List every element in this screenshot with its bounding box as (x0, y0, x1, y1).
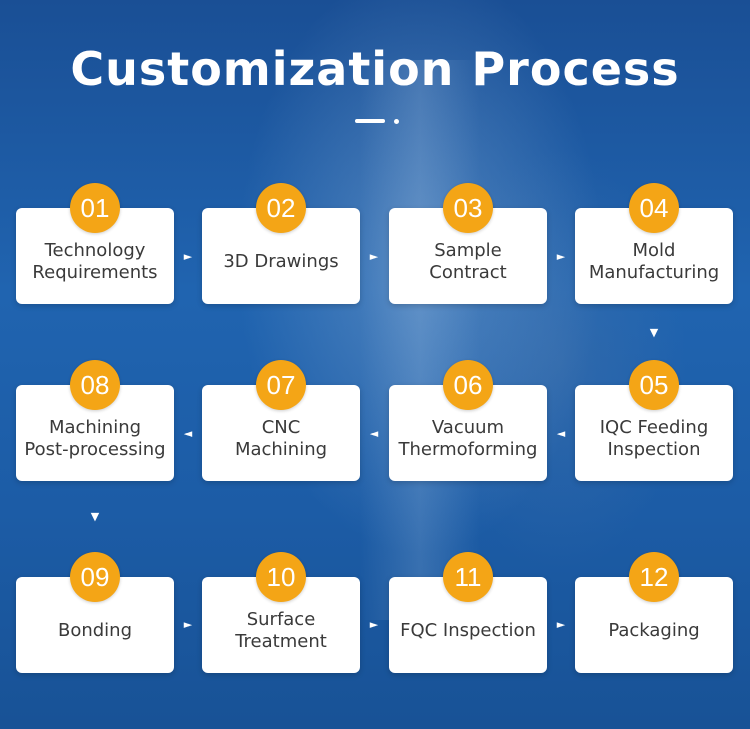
arrow-right-icon: ► (556, 250, 566, 263)
step-label: Packaging (608, 620, 700, 641)
arrow-down-icon: ▼ (649, 326, 659, 339)
title-underline (355, 119, 385, 123)
step-number-badge: 06 (443, 360, 493, 410)
step-number-badge: 11 (443, 552, 493, 602)
arrow-down-icon: ▼ (90, 510, 100, 523)
step-number-badge: 02 (256, 183, 306, 233)
step-number-badge: 09 (70, 552, 120, 602)
step-label: Surface Treatment (235, 609, 327, 652)
title-underline-dot (394, 119, 399, 124)
step-label: Sample Contract (429, 240, 507, 283)
step-label: Mold Manufacturing (588, 240, 720, 283)
step-label: IQC Feeding Inspection (599, 417, 709, 460)
page-title: Customization Process (70, 42, 680, 96)
step-number-badge: 10 (256, 552, 306, 602)
step-number-badge: 03 (443, 183, 493, 233)
step-card-01: Technology Requirements (16, 208, 174, 304)
arrow-left-icon: ◄ (556, 427, 566, 440)
step-label: Bonding (57, 620, 133, 641)
arrow-left-icon: ◄ (369, 427, 379, 440)
step-number-badge: 07 (256, 360, 306, 410)
arrow-right-icon: ► (369, 250, 379, 263)
step-number-badge: 05 (629, 360, 679, 410)
step-card-03: Sample Contract (389, 208, 547, 304)
step-label: CNC Machining (234, 417, 328, 460)
step-label: Vacuum Thermoforming (398, 417, 538, 460)
arrow-right-icon: ► (183, 250, 193, 263)
arrow-right-icon: ► (556, 618, 566, 631)
step-number-badge: 08 (70, 360, 120, 410)
step-number-badge: 04 (629, 183, 679, 233)
step-label: 3D Drawings (223, 251, 339, 272)
arrow-left-icon: ◄ (183, 427, 193, 440)
step-label: FQC Inspection (400, 620, 536, 641)
step-label: Technology Requirements (32, 240, 158, 283)
step-label: Machining Post-processing (24, 417, 166, 460)
step-number-badge: 01 (70, 183, 120, 233)
arrow-right-icon: ► (183, 618, 193, 631)
step-number-badge: 12 (629, 552, 679, 602)
arrow-right-icon: ► (369, 618, 379, 631)
step-card-11: FQC Inspection (389, 577, 547, 673)
